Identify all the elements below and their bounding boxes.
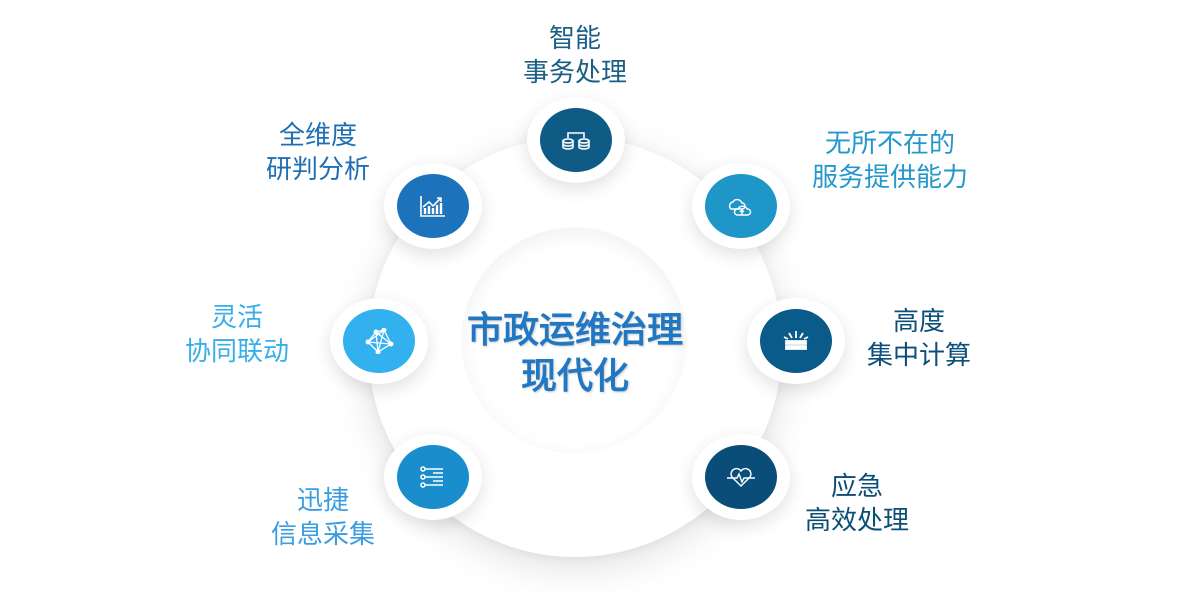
node-label-right: 高度集中计算 [867,305,971,373]
node-label-line1: 智能 [548,24,602,54]
node-label-top-left: 全维度研判分析 [266,119,370,187]
node-label-bottom-right: 应急高效处理 [805,470,909,538]
node-label-line1: 灵活 [210,303,264,333]
network-icon [343,309,415,373]
node-label-top-right: 无所不在的服务提供能力 [812,127,968,195]
database-transfer-icon [540,108,612,172]
node-bottom-right [692,434,790,520]
node-label-left: 灵活协同联动 [185,301,289,369]
inner-circle [462,228,686,452]
node-top-left [384,163,482,249]
node-label-bottom-left: 迅捷信息采集 [271,484,375,552]
node-top [527,97,625,183]
database-burst-icon [760,309,832,373]
list-nodes-icon [397,445,469,509]
node-label-line2: 集中计算 [866,341,972,371]
node-label-top: 智能事务处理 [523,22,627,90]
bar-chart-trend-icon [397,174,469,238]
node-label-line2: 事务处理 [522,58,628,88]
node-label-line1: 迅捷 [296,486,350,516]
node-label-line1: 高度 [892,307,946,337]
center-title-line2: 现代化 [520,356,629,397]
node-label-line2: 研判分析 [265,155,371,185]
node-label-line2: 服务提供能力 [811,163,969,193]
heartbeat-icon [705,445,777,509]
node-label-line1: 无所不在的 [824,129,956,159]
node-top-right [692,163,790,249]
cloud-icon [705,174,777,238]
center-title: 市政运维治理 现代化 [420,308,730,400]
node-label-line2: 高效处理 [804,506,910,536]
node-right [747,298,845,384]
node-label-line1: 全维度 [278,121,358,151]
center-title-line1: 市政运维治理 [466,310,683,351]
node-label-line2: 信息采集 [270,520,376,550]
node-label-line2: 协同联动 [184,337,290,367]
node-left [330,298,428,384]
node-label-line1: 应急 [830,472,884,502]
node-bottom-left [384,434,482,520]
